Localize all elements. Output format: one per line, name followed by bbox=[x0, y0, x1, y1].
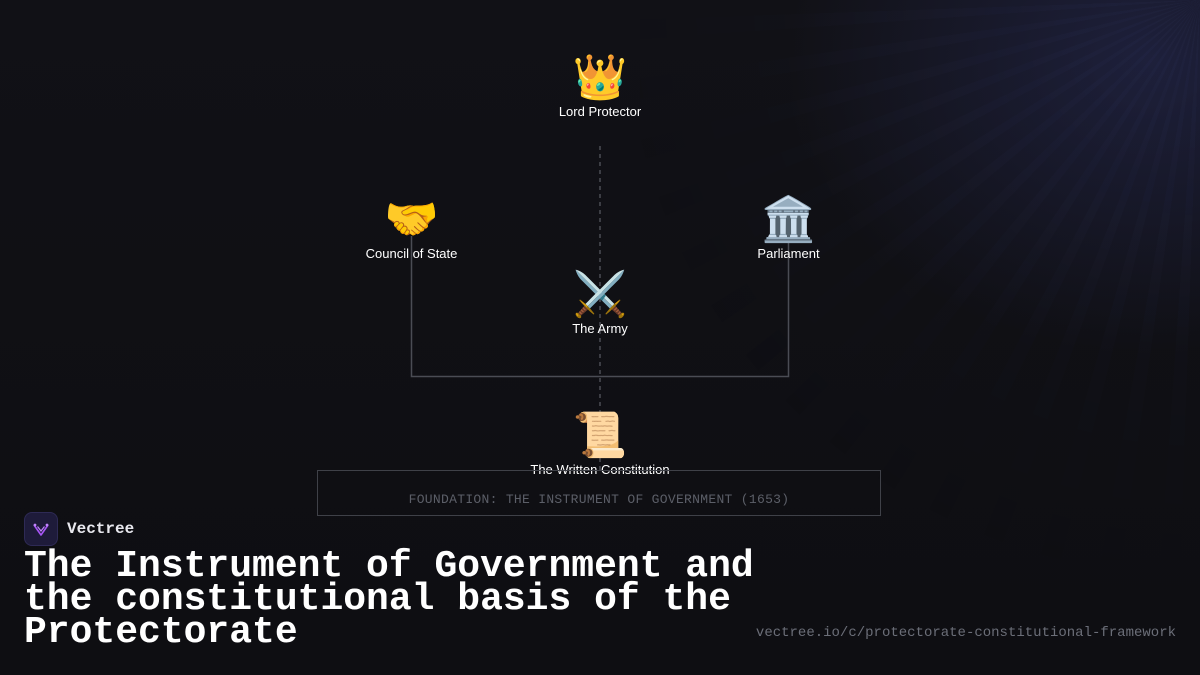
scroll-icon: 📜 bbox=[572, 411, 628, 460]
node-the-army: ⚔️ The Army bbox=[572, 270, 628, 337]
node-label: Lord Protector bbox=[558, 104, 642, 119]
node-council-of-state: 🤝 Council of State bbox=[365, 195, 458, 262]
vectree-logo-icon bbox=[24, 512, 58, 546]
crossed-swords-icon: ⚔️ bbox=[572, 270, 628, 319]
brand-name: Vectree bbox=[67, 520, 135, 538]
classical-building-icon: 🏛️ bbox=[761, 195, 816, 244]
source-url: vectree.io/c/protectorate-constitutional… bbox=[755, 625, 1176, 641]
foundation-label: FOUNDATION: THE INSTRUMENT OF GOVERNMENT… bbox=[408, 491, 790, 507]
handshake-icon: 🤝 bbox=[384, 195, 439, 244]
node-parliament: 🏛️ Parliament bbox=[757, 195, 820, 262]
foundation-box: FOUNDATION: THE INSTRUMENT OF GOVERNMENT… bbox=[317, 470, 881, 516]
node-label: The Army bbox=[572, 321, 628, 336]
connector-council-parliament bbox=[410, 236, 790, 378]
node-label: The Written Constitution bbox=[530, 462, 670, 477]
node-label: Parliament bbox=[757, 246, 820, 261]
node-lord-protector: 👑 Lord Protector bbox=[558, 53, 642, 120]
node-written-constitution: 📜 The Written Constitution bbox=[530, 411, 670, 478]
node-label: Council of State bbox=[365, 246, 458, 261]
crown-icon: 👑 bbox=[572, 53, 628, 102]
brand: Vectree bbox=[24, 512, 134, 546]
page-title: The Instrument of Government and the con… bbox=[24, 545, 754, 654]
